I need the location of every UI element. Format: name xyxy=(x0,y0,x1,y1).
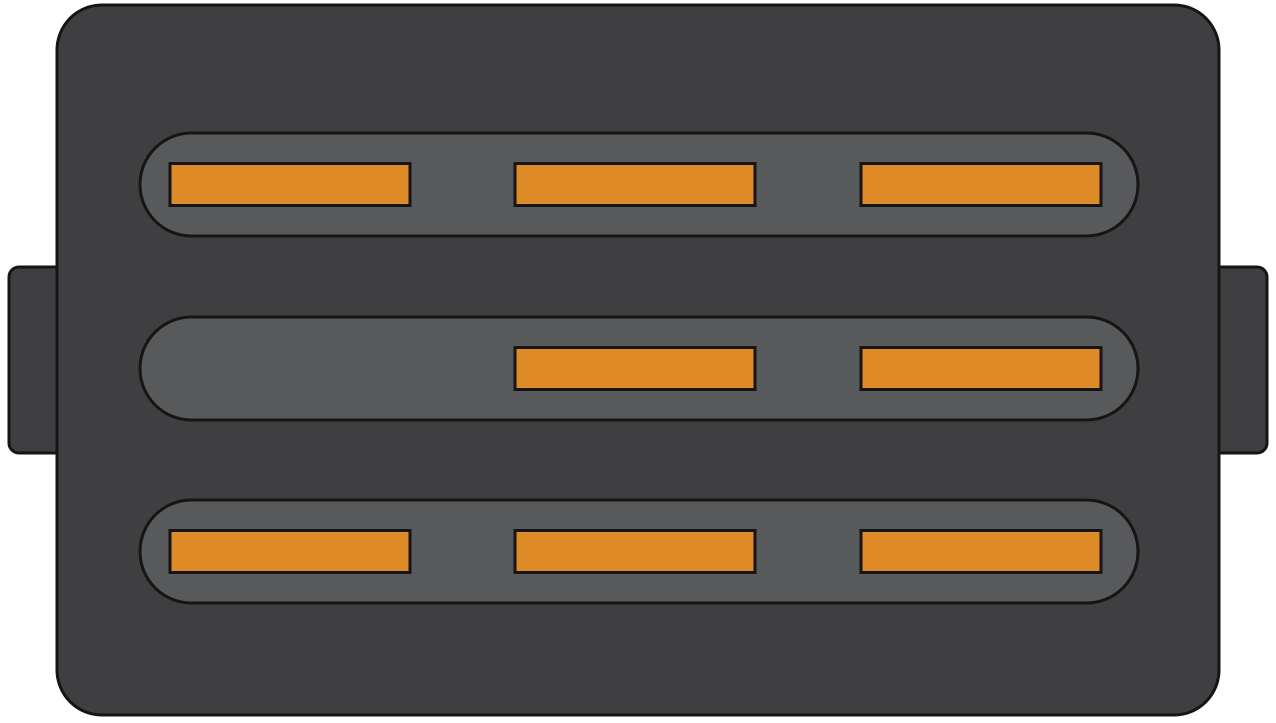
terminal-pin-r1-c3 xyxy=(859,162,1103,207)
terminal-pin-r2-c2 xyxy=(513,346,757,391)
terminal-pin-r1-c2 xyxy=(513,162,757,207)
terminal-pin-r2-c3 xyxy=(859,346,1103,391)
terminal-pin-r3-c1 xyxy=(168,529,412,574)
terminal-pin-r3-c2 xyxy=(513,529,757,574)
terminal-pin-r1-c1 xyxy=(168,162,412,207)
pin-rows xyxy=(138,131,1140,605)
terminal-pin-r3-c3 xyxy=(859,529,1103,574)
